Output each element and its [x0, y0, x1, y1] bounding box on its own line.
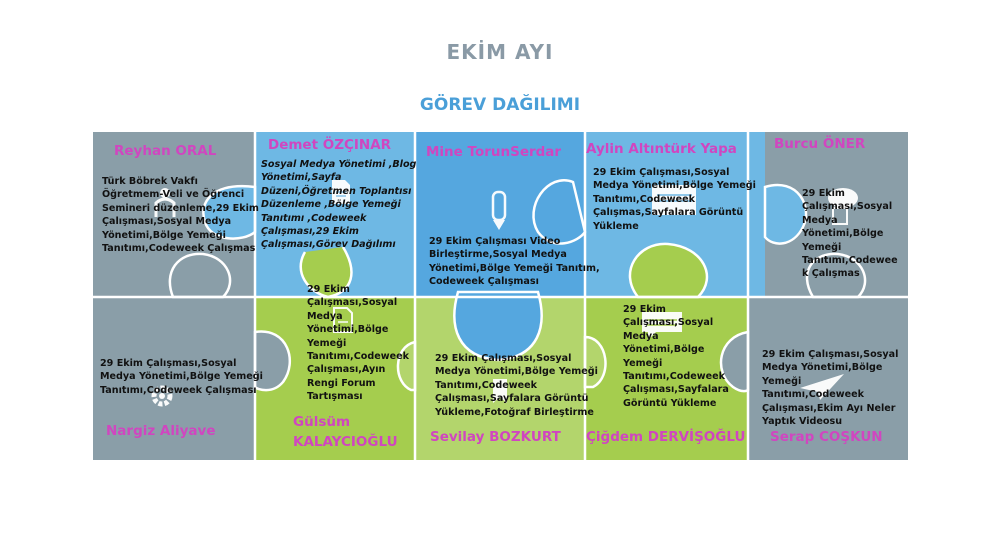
page-title: EKİM AYI: [446, 40, 554, 64]
member-tasks-sevilay: 29 Ekim Çalışması,Sosyal Medya Yönetimi,…: [435, 353, 598, 418]
member-name-sevilay: Sevilay BOZKURT: [430, 429, 561, 445]
bookmark-icon: [493, 379, 507, 403]
paper-plane-icon: [800, 374, 844, 400]
pencil-icon: [491, 190, 507, 230]
document-icon: [332, 180, 350, 204]
chat-icon: [828, 188, 858, 225]
member-name-mine: Mine TorunSerdar: [426, 144, 562, 160]
puzzle-graphic: [93, 132, 908, 460]
member-name-gulsum-line1: Gülsüm: [293, 414, 351, 430]
member-tasks-aylin: 29 Ekim Çalışması,Sosyal Medya Yönetimi,…: [593, 167, 756, 232]
member-name-nargiz: Nargiz Aliyave: [106, 423, 216, 439]
list-icon: [652, 185, 696, 215]
member-name-serap: Serap COŞKUN: [770, 429, 883, 445]
member-name-cigdem: Çiğdem DERVİŞOĞLU: [586, 429, 746, 445]
member-name-aylin: Aylin Altıntürk Yapa: [586, 141, 737, 157]
member-name-reyhan: Reyhan ORAL: [114, 143, 217, 159]
member-name-gulsum-line2: KALAYCIOĞLU: [293, 434, 398, 450]
member-name-burcu: Burcu ÖNER: [774, 136, 866, 152]
member-tasks-gulsum: 29 Ekim Çalışması,Sosyal Medya Yönetimi,…: [307, 284, 409, 403]
member-tasks-burcu: 29 Ekim Çalışması,Sosyal Medya Yönetimi,…: [802, 188, 898, 280]
member-tasks-demet: Sosyal Medya Yönetimi ,Blog Yönetimi,Say…: [261, 159, 417, 251]
member-tasks-cigdem: 29 Ekim Çalışması,Sosyal Medya Yönetimi,…: [623, 304, 729, 409]
gear-icon: [151, 385, 173, 407]
people-icon: [154, 188, 176, 217]
member-tasks-mine: 29 Ekim Çalışması Video Birleştirme,Sosy…: [429, 236, 600, 288]
member-name-demet: Demet ÖZÇINAR: [268, 137, 392, 153]
member-tasks-serap: 29 Ekim Çalışması,Sosyal Medya Yönetimi,…: [762, 349, 899, 428]
member-tasks-reyhan: Türk Böbrek Vakfı Öğretmem-Veli ve Öğren…: [102, 176, 259, 255]
page-subtitle: GÖREV DAĞILIMI: [419, 95, 581, 115]
message-icon: [642, 312, 682, 340]
member-tasks-nargiz: 29 Ekim Çalışması,Sosyal Medya Yönetimi,…: [100, 358, 263, 396]
document-icon: [333, 307, 353, 333]
